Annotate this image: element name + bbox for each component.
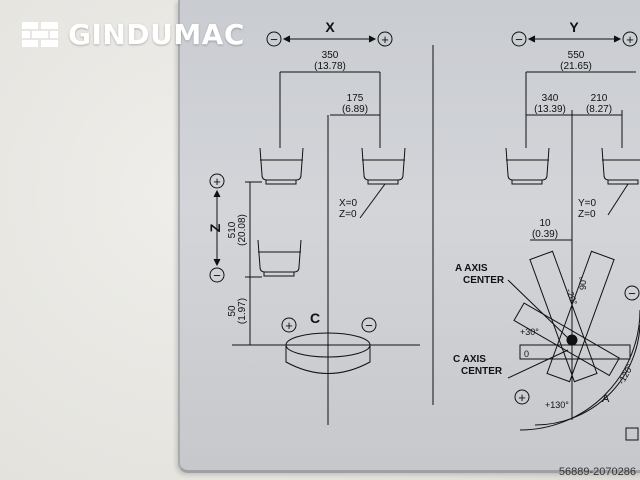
z-dim-low-in: (1.97) <box>237 298 248 324</box>
y-minus: − <box>515 32 523 47</box>
y-zero-y: Y=0 <box>578 198 597 209</box>
x-plus: + <box>381 32 389 47</box>
c-center-line1: C AXIS <box>453 354 486 365</box>
c-center-leader <box>507 349 569 379</box>
y-axis-title: Y <box>569 19 579 35</box>
a-angle-130: +130° <box>545 400 569 410</box>
logo: GINDUMAC <box>20 18 245 51</box>
a-center-line2: CENTER <box>463 275 505 286</box>
a-minus-circle <box>624 285 640 301</box>
y-dim-right-in: (8.27) <box>586 104 612 115</box>
a-axis-arc <box>519 309 640 431</box>
corner-square <box>625 427 639 441</box>
a-angle-m120: -120° <box>616 362 636 386</box>
a-angle-0: 0 <box>524 349 529 359</box>
brick-wall-icon <box>22 21 58 47</box>
a-pos-0 <box>519 344 631 360</box>
z-axis-title: Z <box>207 223 223 232</box>
z-dim-travel: 510 <box>227 221 238 238</box>
x-minus-circle <box>266 31 282 47</box>
tool-holder-y-right <box>601 147 636 181</box>
a-pos-plus30 <box>513 302 620 377</box>
a-angle-p30: +30° <box>520 327 539 337</box>
c-minus: − <box>365 318 373 333</box>
c-plus-circle <box>281 317 297 333</box>
instruction-plate <box>178 0 640 473</box>
z-plus: + <box>213 174 221 189</box>
logo-text: GINDUMAC <box>68 18 245 51</box>
z-minus: − <box>213 268 221 283</box>
rotary-table-side <box>285 345 371 374</box>
a-plus: + <box>518 390 526 405</box>
x-dim-half-in: (6.89) <box>342 104 368 115</box>
a-minus: − <box>628 286 636 301</box>
y-zero-leader <box>607 183 629 216</box>
x-axis-title: X <box>325 19 335 35</box>
x-dim-total-in: (13.78) <box>314 61 346 72</box>
c-minus-circle <box>361 317 377 333</box>
x-zero-x: X=0 <box>339 198 358 209</box>
y-plus: + <box>626 32 634 47</box>
tool-holder-lower <box>257 239 302 273</box>
a-center-line1: A AXIS <box>455 263 488 274</box>
watermark-text: 56889-2070286 <box>558 466 636 478</box>
y-dim-right: 210 <box>591 93 608 104</box>
a-center-dot <box>566 334 578 346</box>
c-plus: + <box>285 318 293 333</box>
y-minus-circle <box>511 31 527 47</box>
tool-holder-upper-right <box>361 147 406 181</box>
a-plus-circle <box>514 389 530 405</box>
y-zero-z: Z=0 <box>578 209 596 220</box>
a-pos-90 <box>546 250 615 383</box>
y-dim-total: 550 <box>568 50 585 61</box>
y-dim-left-in: (13.39) <box>534 104 566 115</box>
x-dim-half: 175 <box>347 93 364 104</box>
tool-holder-y-left <box>505 147 550 181</box>
c-axis-title: C <box>310 310 320 326</box>
x-zero-leader <box>359 183 386 219</box>
tool-holder-upper-left <box>259 147 304 181</box>
z-dim-low: 50 <box>227 305 238 317</box>
x-minus: − <box>270 32 278 47</box>
y-dim-offset: 10 <box>539 218 551 229</box>
a-pos-minus20 <box>529 250 598 383</box>
z-minus-circle <box>209 267 225 283</box>
y-dim-total-in: (21.65) <box>560 61 592 72</box>
z-dim-travel-in: (20.08) <box>237 214 248 246</box>
a-center-leader <box>507 279 571 341</box>
a-angle-90: 90° <box>578 276 588 290</box>
x-dim-total: 350 <box>322 50 339 61</box>
y-plus-circle <box>622 31 638 47</box>
z-plus-circle <box>209 173 225 189</box>
c-center-line2: CENTER <box>461 366 503 377</box>
y-dim-left: 340 <box>542 93 559 104</box>
x-plus-circle <box>377 31 393 47</box>
x-zero-z: Z=0 <box>339 209 357 220</box>
y-dim-offset-in: (0.39) <box>532 229 558 240</box>
a-axis-label: A <box>602 393 610 405</box>
